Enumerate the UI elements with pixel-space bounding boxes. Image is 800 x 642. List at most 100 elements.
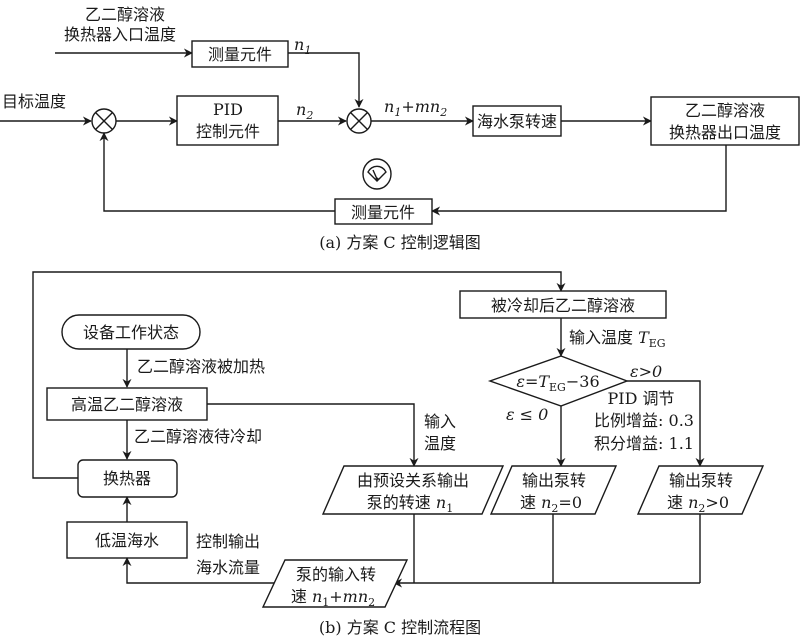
cooled-glycol-label: 被冷却后乙二醇溶液	[491, 296, 635, 315]
summing-junction-1	[91, 108, 117, 134]
input-label-2: 温度	[424, 434, 456, 453]
eps-gt-0-label: ε>0	[630, 362, 662, 381]
outlet-temp-label-1: 乙二醇溶液	[685, 101, 765, 120]
output-positive-speed	[636, 465, 765, 515]
pump-input-a-sub: 1	[322, 596, 329, 609]
n1-arrow	[288, 52, 364, 108]
input-temp-text: 输入温度	[569, 328, 638, 347]
n2-var: n	[296, 100, 306, 119]
out-pos-rest: >0	[705, 493, 729, 512]
hot-glycol-label: 高温乙二醇溶液	[71, 395, 183, 414]
cooled-glycol-box	[459, 290, 667, 319]
feedback-arrow-in	[431, 145, 727, 216]
input-temp-label: 输入温度 TEG	[569, 328, 666, 350]
n2-label: n2	[296, 100, 313, 122]
caption-a: (a) 方案 C 控制逻辑图	[319, 233, 481, 252]
n1-var: n	[294, 35, 304, 54]
eq: =	[525, 372, 538, 391]
n1-sub: 1	[304, 44, 311, 57]
preset-speed-output	[321, 465, 505, 515]
eps-var: ε	[516, 372, 525, 391]
t-sub: EG	[649, 337, 666, 350]
inlet-temp-label-1: 乙二醇溶液	[85, 5, 165, 24]
preset-sub: 1	[446, 502, 453, 515]
t-var-2: T	[538, 372, 550, 391]
kp-label: 比例增益: 0.3	[594, 411, 694, 430]
out-zero-rest: =0	[558, 493, 582, 512]
out-zero-label-2: 速 n2=0	[520, 493, 582, 515]
pid-label-1: PID	[213, 100, 243, 119]
pump-input-label-1: 泵的输入转	[296, 565, 376, 584]
preset-n: n	[436, 493, 446, 512]
input-label-1: 输入	[424, 412, 456, 431]
heat-exchanger-label: 换热器	[103, 469, 151, 488]
diagram-b: 被冷却后乙二醇溶液 输入温度 TEG ε=TEG−36 ε>0 ε ≤ 0 PI…	[32, 271, 765, 637]
sum-b: mn	[415, 97, 440, 116]
decision-label: ε=TEG−36	[516, 372, 599, 394]
hot-glycol-box	[46, 387, 208, 421]
ki-label: 积分增益: 1.1	[594, 434, 694, 453]
out-pos-label-1: 输出泵转	[669, 471, 733, 490]
feedback-arrow-out	[99, 132, 335, 212]
cold-seawater-label: 低温海水	[95, 531, 159, 550]
pump-input-b-sub: 2	[368, 596, 375, 609]
pump-input-speed	[261, 559, 409, 608]
loop-arrow	[32, 271, 566, 479]
preset-label-1: 由预设关系输出	[357, 471, 469, 490]
pump-input-label-2: 速 n1+mn2	[291, 587, 375, 609]
sum-b-sub: 2	[439, 106, 447, 119]
pump-input-plus: +	[329, 587, 342, 606]
inlet-temp-label-2: 换热器入口温度	[64, 25, 176, 44]
out-zero-text: 速	[520, 493, 541, 512]
pump-input-text: 速	[291, 587, 312, 606]
outlet-temp-label-2: 换热器出口温度	[669, 123, 781, 142]
device-state-terminal	[61, 314, 201, 350]
diagram-a: 乙二醇溶液 换热器入口温度 测量元件 n1 目标温度 PID 控制元件 n2 n…	[0, 5, 800, 252]
pid-label-2: 控制元件	[196, 122, 260, 141]
out-zero-sub: 2	[551, 502, 558, 515]
control-flow-label-1: 控制输出	[196, 532, 260, 551]
cold-seawater-box	[66, 521, 188, 559]
heated-label: 乙二醇溶液被加热	[137, 357, 265, 376]
out-zero-label-1: 输出泵转	[522, 471, 586, 490]
pump-input-b: mn	[343, 587, 368, 606]
control-flow-label-2: 海水流量	[196, 558, 260, 577]
out-pos-n: n	[688, 493, 698, 512]
measure-element-bottom-label: 测量元件	[351, 203, 415, 222]
pid-adjust-label: PID 调节	[607, 389, 674, 408]
sum-a: n	[384, 97, 394, 116]
device-state-label: 设备工作状态	[83, 323, 179, 342]
to-cool-label: 乙二醇溶液待冷却	[134, 427, 262, 446]
pump-speed-label: 海水泵转速	[477, 112, 557, 131]
eps-le-0-label: ε ≤ 0	[506, 405, 548, 424]
summing-junction-2	[346, 108, 372, 134]
control-flow-arrow	[122, 557, 274, 584]
sum-plus: +	[401, 97, 414, 116]
t-var: T	[638, 328, 650, 347]
t-sub-2: EG	[549, 381, 566, 394]
pump-input-a: n	[312, 587, 322, 606]
outlet-temp-box	[650, 96, 800, 146]
out-pos-text: 速	[667, 493, 688, 512]
branch-positive	[627, 380, 705, 467]
minus-36: −36	[566, 372, 600, 391]
sum-a-sub: 1	[394, 106, 401, 119]
out-zero-n: n	[541, 493, 551, 512]
preset-label-2: 泵的转速 n1	[367, 493, 453, 515]
target-temp-label: 目标温度	[2, 92, 66, 111]
preset-text: 泵的转速	[367, 493, 436, 512]
measure-element-bottom	[334, 198, 433, 225]
n1-label: n1	[294, 35, 311, 57]
measure-element-top-label: 测量元件	[208, 45, 272, 64]
gauge-icon	[362, 158, 392, 190]
pump-speed-box	[472, 105, 562, 137]
out-pos-sub: 2	[698, 502, 705, 515]
n2-sub: 2	[305, 109, 313, 122]
hot-temp-arrow	[207, 403, 419, 467]
output-zero-speed	[489, 465, 618, 515]
sum-speed-label: n1+mn2	[384, 97, 447, 119]
out-pos-label-2: 速 n2>0	[667, 493, 729, 515]
caption-b: (b) 方案 C 控制流程图	[319, 618, 481, 637]
measure-element-top	[191, 40, 289, 68]
